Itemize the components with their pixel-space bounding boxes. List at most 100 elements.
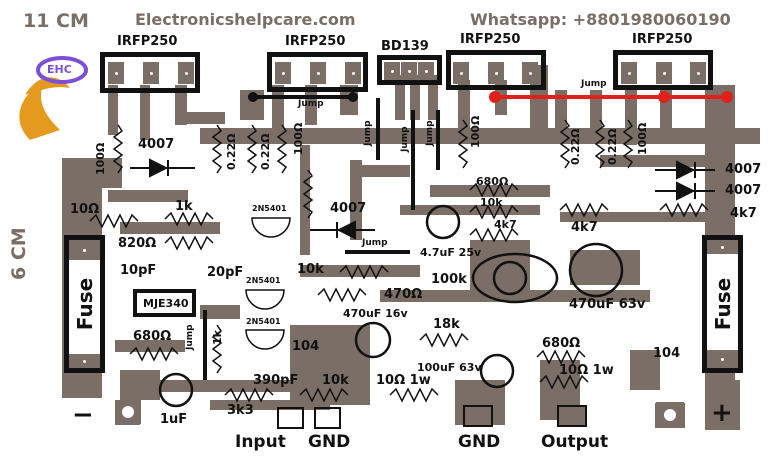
cap-1uf-label: 1uF bbox=[160, 412, 188, 427]
pad bbox=[488, 62, 504, 84]
cap-10pf-label: 10pF bbox=[120, 263, 157, 278]
electrolytic-capacitors bbox=[158, 204, 624, 408]
resistor-10-1w-b: 10Ω 1w bbox=[559, 363, 614, 378]
red-jumper-wire bbox=[489, 91, 733, 103]
pad bbox=[69, 240, 100, 260]
pad bbox=[310, 62, 326, 84]
resistor-100-b: 100Ω bbox=[292, 122, 305, 155]
diode-symbols bbox=[130, 158, 715, 240]
board-height-label: 6 CM bbox=[8, 227, 30, 280]
cap-470u16-label: 470uF 16v bbox=[343, 307, 408, 320]
cap-390pf-label: 390pF bbox=[253, 373, 299, 388]
cap-104-a-label: 104 bbox=[292, 339, 320, 354]
pad bbox=[707, 350, 738, 368]
resistor-4k7-c: 4k7 bbox=[730, 206, 757, 221]
pad bbox=[178, 62, 194, 84]
diode-4-label: 4007 bbox=[725, 183, 762, 198]
pad bbox=[384, 62, 400, 80]
resistor-022-a: 0.22Ω bbox=[225, 133, 238, 171]
irfp250-2-outline bbox=[267, 52, 368, 92]
irfp250-1-label: IRFP250 bbox=[117, 34, 178, 49]
pad bbox=[69, 354, 100, 368]
pad bbox=[345, 62, 361, 84]
resistor-820: 820Ω bbox=[118, 236, 157, 251]
mounting-holes bbox=[115, 400, 684, 428]
jumper-label-6: Jump bbox=[362, 238, 388, 248]
pad bbox=[418, 62, 434, 80]
negative-supply-label: − bbox=[72, 400, 94, 430]
jumper-label-7: Jump bbox=[185, 324, 195, 350]
bd139-outline bbox=[377, 55, 442, 85]
resistor-100-d: 100Ω bbox=[636, 122, 649, 155]
irfp250-3-outline bbox=[446, 50, 546, 90]
cap-104-b-label: 104 bbox=[653, 346, 681, 361]
diode-1-label: 4007 bbox=[138, 137, 175, 152]
jumper-label-5: Jump bbox=[425, 120, 435, 146]
pad bbox=[143, 62, 159, 84]
resistor-022-c: 0.22Ω bbox=[569, 128, 582, 166]
bd139-label: BD139 bbox=[381, 39, 429, 54]
resistor-18k: 18k bbox=[433, 317, 460, 332]
output-label: Output bbox=[541, 432, 609, 452]
ehc-logo bbox=[19, 56, 88, 140]
black-jumper-wires bbox=[203, 95, 440, 380]
diode-3-label: 4007 bbox=[725, 162, 762, 177]
small-transistor-outlines bbox=[245, 217, 291, 350]
board-width-label: 11 CM bbox=[23, 10, 89, 32]
resistor-680-a: 680Ω bbox=[476, 175, 509, 188]
resistor-100-c: 100Ω bbox=[469, 115, 482, 148]
resistor-4k7-b: 4k7 bbox=[571, 220, 598, 235]
fuse-left: Fuse bbox=[64, 235, 105, 373]
gnd-output-label: GND bbox=[458, 432, 501, 452]
resistor-10k-b: 10k bbox=[297, 262, 324, 277]
pad bbox=[522, 62, 538, 84]
resistor-1k-a: 1k bbox=[175, 199, 193, 214]
diode-2-label: 4007 bbox=[330, 201, 367, 216]
resistor-10k-c: 10k bbox=[322, 373, 349, 388]
2n5401-2-label: 2N5401 bbox=[246, 276, 281, 285]
resistor-680-b: 680Ω bbox=[133, 329, 172, 344]
input-label: Input bbox=[235, 432, 286, 452]
resistor-022-d: 0.22Ω bbox=[606, 128, 619, 166]
resistor-100-left: 100Ω bbox=[94, 142, 107, 175]
irfp250-4-outline bbox=[613, 50, 713, 90]
2n5401-3-label: 2N5401 bbox=[246, 317, 281, 326]
resistor-symbols bbox=[89, 119, 709, 403]
jumper-label-4: Jump bbox=[400, 126, 410, 152]
input-terminal[interactable] bbox=[277, 407, 304, 429]
jumper-label-2: Jump bbox=[581, 79, 607, 89]
irfp250-2-label: IRFP250 bbox=[285, 34, 346, 49]
resistor-680-c: 680Ω bbox=[542, 336, 581, 351]
resistor-4k7-a: 4k7 bbox=[494, 218, 517, 231]
whatsapp-label: Whatsapp: +8801980060190 bbox=[470, 10, 731, 29]
pad bbox=[621, 62, 637, 84]
cap-470u63-label: 470uF 63v bbox=[569, 297, 646, 312]
fuse-right: Fuse bbox=[702, 235, 743, 373]
pad bbox=[707, 240, 738, 254]
irfp250-1-outline bbox=[100, 52, 200, 93]
gnd-input-terminal[interactable] bbox=[314, 407, 341, 429]
irfp250-4-label: IRFP250 bbox=[632, 32, 693, 47]
cap-100u63-label: 100uF 63v bbox=[417, 361, 482, 374]
resistor-3k3: 3k3 bbox=[227, 403, 254, 418]
resistor-470: 470Ω bbox=[384, 287, 423, 302]
pad bbox=[453, 62, 469, 84]
pad bbox=[690, 62, 706, 84]
fuse-left-label: Fuse bbox=[72, 277, 97, 331]
gnd-output-terminal[interactable] bbox=[463, 405, 493, 427]
positive-supply-label: + bbox=[711, 398, 733, 428]
mje340-outline bbox=[133, 289, 196, 317]
resistor-022-b: 0.22Ω bbox=[259, 133, 272, 171]
pad bbox=[656, 62, 672, 84]
resistor-10k-a: 10k bbox=[480, 196, 503, 209]
resistor-1k-b: 1k bbox=[211, 330, 224, 345]
jumper-label-3: Jump bbox=[363, 120, 373, 146]
pad bbox=[108, 62, 124, 84]
output-terminal[interactable] bbox=[557, 405, 587, 427]
cap-20pf-label: 20pF bbox=[207, 265, 244, 280]
jumper-label-1: Jump bbox=[298, 99, 324, 109]
2n5401-1-label: 2N5401 bbox=[252, 204, 287, 213]
pad bbox=[401, 62, 417, 80]
resistor-100k: 100k bbox=[431, 272, 467, 287]
resistor-10: 10Ω bbox=[70, 202, 100, 217]
